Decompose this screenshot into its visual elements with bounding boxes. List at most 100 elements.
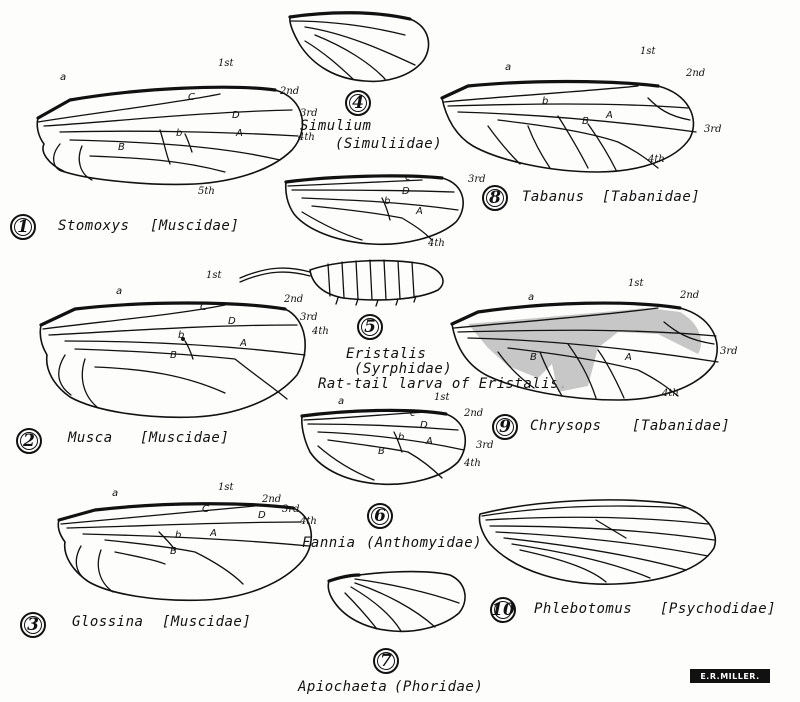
cell-label-a: a xyxy=(505,62,512,73)
cell-label-D: D xyxy=(232,110,240,121)
family-name-fannia: (Anthomyidae) xyxy=(366,535,483,551)
vein-label-4th: 4th xyxy=(312,326,329,337)
family-name-apiochaeta: (Phoridae) xyxy=(394,679,484,695)
wing-phlebotomus xyxy=(478,499,717,585)
figure-number-7: 7 xyxy=(373,648,399,674)
cell-label-b: b xyxy=(398,432,405,443)
family-name-chrysops: [Tabanidae] xyxy=(632,418,731,434)
cell-label-A: A xyxy=(416,206,423,217)
wing-stomoxys xyxy=(36,85,304,186)
figure-number-4: 4 xyxy=(345,90,371,116)
cell-label-A: A xyxy=(426,436,433,447)
cell-label-b: b xyxy=(384,196,391,207)
wing-fannia xyxy=(300,408,466,486)
species-name-simulium: Simulium xyxy=(300,118,372,134)
figure-number-10: 10 xyxy=(490,597,516,623)
family-name-simulium: (Simuliidae) xyxy=(335,136,443,152)
vein-label-1st: 1st xyxy=(218,58,234,69)
cell-label-b: b xyxy=(542,96,549,107)
cell-label-D: D xyxy=(402,186,410,197)
species-name-eristalis: Eristalis xyxy=(346,346,427,362)
wing-simulium xyxy=(288,11,430,83)
figure-number-2: 2 xyxy=(16,428,42,454)
vein-label-3rd: 3rd xyxy=(476,440,494,451)
vein-label-2nd: 2nd xyxy=(284,294,304,305)
vein-label-1st: 1st xyxy=(434,392,450,403)
family-name-musca: [Muscidae] xyxy=(140,430,230,446)
vein-label-4th: 4th xyxy=(648,154,665,165)
species-name-phlebotomus: Phlebotomus xyxy=(534,601,633,617)
vein-label-4th: 4th xyxy=(662,388,679,399)
cell-label-a: a xyxy=(528,292,535,303)
vein-label-4th: 4th xyxy=(298,132,315,143)
species-name-chrysops: Chrysops xyxy=(530,418,602,434)
wing-chrysops xyxy=(450,301,719,401)
cell-label-C: C xyxy=(188,92,195,103)
cell-label-B: B xyxy=(170,546,177,557)
species-name-apiochaeta: Apiochaeta xyxy=(298,679,388,695)
figure-number-5: 5 xyxy=(357,314,383,340)
vein-label-4th: 4th xyxy=(464,458,481,469)
species-name-stomoxys: Stomoxys xyxy=(58,218,130,234)
vein-label-4th: 4th xyxy=(428,238,445,249)
cell-label-c: c xyxy=(405,172,411,183)
cell-label-B: B xyxy=(582,116,589,127)
family-name-phlebotomus: [Psychodidae] xyxy=(660,601,777,617)
family-name-glossina: [Muscidae] xyxy=(162,614,252,630)
wing-glossina xyxy=(57,502,312,602)
vein-label-2nd: 2nd xyxy=(680,290,700,301)
cell-label-b: b xyxy=(176,128,183,139)
vein-label-1st: 1st xyxy=(628,278,644,289)
cell-label-a: a xyxy=(60,72,67,83)
vein-label-1st: 1st xyxy=(640,46,656,57)
artist-signature: E.R.MILLER. xyxy=(690,669,770,683)
family-name-eristalis: (Syrphidae) xyxy=(354,361,453,377)
cell-label-c: c xyxy=(410,408,416,419)
cell-label-B: B xyxy=(118,142,125,153)
vein-label-1st: 1st xyxy=(218,482,234,493)
vein-label-5th: 5th xyxy=(198,186,215,197)
figure-number-8: 8 xyxy=(482,185,508,211)
vein-label-2nd: 2nd xyxy=(686,68,706,79)
figure-number-9: 9 xyxy=(492,414,518,440)
wing-musca xyxy=(39,301,306,419)
cell-label-B: B xyxy=(530,352,537,363)
cell-label-D: D xyxy=(258,510,266,521)
family-name-tabanus: [Tabanidae] xyxy=(602,189,701,205)
vein-label-2nd: 2nd xyxy=(262,494,282,505)
species-name-tabanus: Tabanus xyxy=(522,189,585,205)
cell-label-B: B xyxy=(378,446,385,457)
rat-tail-larva-drawing xyxy=(239,259,444,307)
wing-apiochaeta xyxy=(327,570,466,633)
vein-label-3rd: 3rd xyxy=(282,504,300,515)
larva-caption: Rat-tail larva of Eristalis. xyxy=(318,376,569,392)
vein-label-3rd: 3rd xyxy=(300,312,318,323)
figure-number-1: 1 xyxy=(10,214,36,240)
cell-label-C: C xyxy=(200,302,207,313)
cell-label-a: a xyxy=(112,488,119,499)
species-name-fannia: Fannia xyxy=(302,535,356,551)
vein-label-1st: 1st xyxy=(206,270,222,281)
cell-label-a: a xyxy=(338,396,345,407)
wing-tabanus xyxy=(440,79,697,173)
cell-label-A: A xyxy=(240,338,247,349)
vein-label-3rd: 3rd xyxy=(300,108,318,119)
vein-label-3rd: 3rd xyxy=(468,174,486,185)
species-name-musca: Musca xyxy=(68,430,113,446)
vein-label-2nd: 2nd xyxy=(280,86,300,97)
cell-label-D: D xyxy=(420,420,428,431)
vein-label-3rd: 3rd xyxy=(720,346,738,357)
vein-label-4th: 4th xyxy=(300,516,317,527)
cell-label-A: A xyxy=(625,352,632,363)
cell-label-a: a xyxy=(116,286,123,297)
wing-small-muscoid xyxy=(284,174,464,246)
cell-label-B: B xyxy=(170,350,177,361)
figure-number-6: 6 xyxy=(367,503,393,529)
cell-label-b: b xyxy=(175,530,182,541)
cell-label-A: A xyxy=(210,528,217,539)
vein-label-2nd: 2nd xyxy=(464,408,484,419)
cell-label-A: A xyxy=(236,128,243,139)
figure-number-3: 3 xyxy=(20,612,46,638)
cell-label-A: A xyxy=(606,110,613,121)
